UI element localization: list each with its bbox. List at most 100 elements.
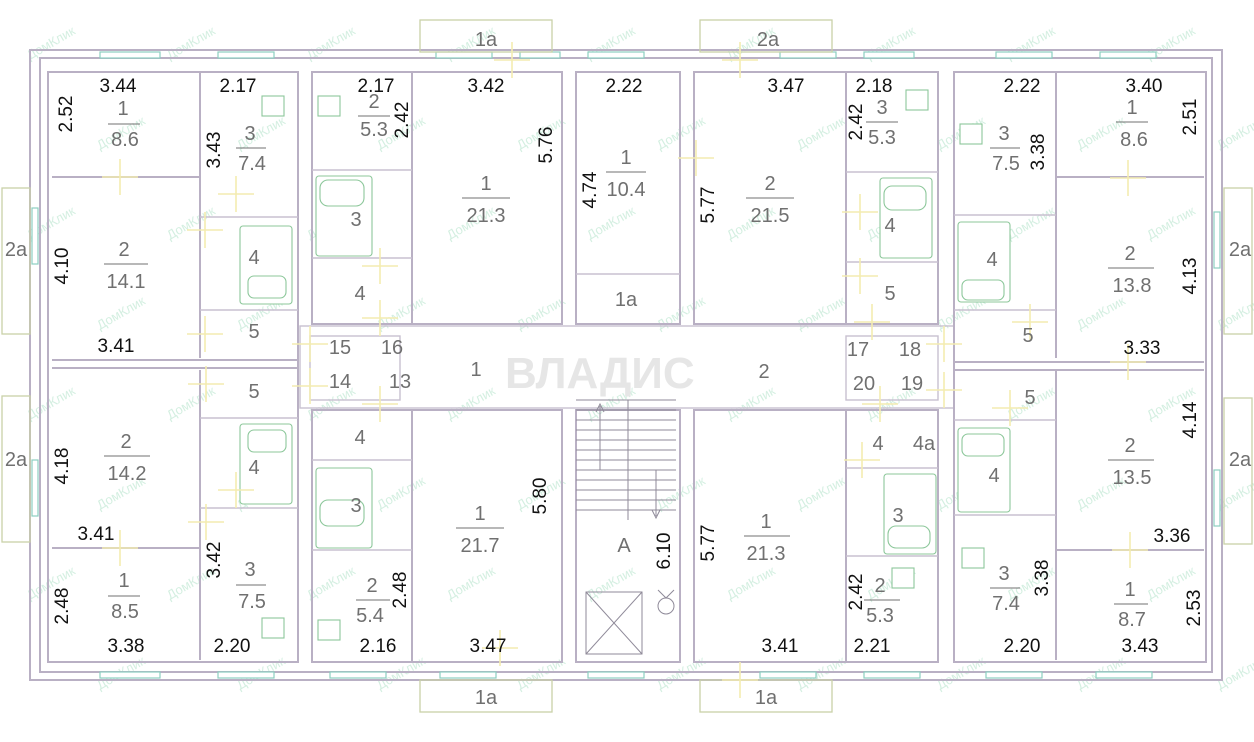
room-label: 214.2 — [104, 431, 150, 485]
room-label: 1a — [615, 289, 638, 311]
dimension-label: 5.76 — [536, 127, 557, 164]
horizontal-dimensions: 3.44 2.17 2.17 3.42 2.22 3.47 2.18 2.22 … — [78, 76, 1191, 657]
dimension-label: 2.48 — [390, 572, 411, 609]
svg-text:3: 3 — [244, 559, 255, 581]
room-label: 25.3 — [358, 91, 390, 141]
svg-text:7.5: 7.5 — [238, 591, 266, 613]
dimension-label: 3.33 — [1124, 338, 1161, 359]
balcony-label: 1a — [755, 687, 778, 709]
dimension-label: 2.20 — [214, 636, 251, 657]
staircase — [576, 399, 676, 655]
dimension-label: 2.42 — [392, 102, 413, 139]
watermark-text: ДомКлик — [794, 473, 848, 513]
svg-text:8.5: 8.5 — [111, 601, 139, 623]
dimension-label: 3.42 — [204, 542, 225, 579]
room-label: 37.4 — [990, 563, 1020, 615]
room-label: 4 — [354, 427, 365, 449]
watermark-text: ДомКлик — [164, 383, 218, 423]
dimension-label: 2.21 — [854, 636, 891, 657]
dimension-label: 3.40 — [1126, 76, 1163, 97]
dimension-label: 3.43 — [204, 132, 225, 169]
dimension-label: 2.18 — [856, 76, 893, 97]
svg-text:8.6: 8.6 — [1120, 129, 1148, 151]
svg-text:14.1: 14.1 — [107, 271, 146, 293]
watermark-text: ДомКлик — [444, 563, 498, 603]
balcony-label: 2a — [5, 239, 28, 261]
room-label: 4 — [872, 433, 883, 455]
room-label: 37.5 — [990, 123, 1020, 175]
room-label: 4 — [986, 249, 997, 271]
dimension-label: 4.13 — [1180, 258, 1201, 295]
watermark-text: ДомКлик — [164, 203, 218, 243]
center-watermark: ВЛАДИС — [505, 349, 695, 398]
corridor-label: 18 — [899, 339, 921, 361]
svg-text:1: 1 — [117, 98, 128, 120]
watermark-text: ДомКлик — [304, 23, 358, 63]
svg-text:5.4: 5.4 — [356, 605, 384, 627]
svg-text:21.3: 21.3 — [747, 543, 786, 565]
svg-text:3: 3 — [998, 123, 1009, 145]
dimension-label: 3.47 — [470, 636, 507, 657]
dimension-label: 4.74 — [580, 171, 601, 208]
dimension-label: 2.51 — [1180, 99, 1201, 136]
svg-text:7.4: 7.4 — [992, 593, 1020, 615]
watermark-text: ДомКлик — [164, 23, 218, 63]
room-label: 5 — [1024, 387, 1035, 409]
watermark-text: ДомКлик — [1074, 293, 1128, 333]
room-label: 3 — [892, 505, 903, 527]
watermark-text: ДомКлик — [1004, 203, 1058, 243]
dimension-label: 4.10 — [52, 248, 73, 285]
svg-text:2: 2 — [1124, 435, 1135, 457]
room-label: 4 — [248, 247, 259, 269]
room-label: 4a — [913, 433, 936, 455]
dimension-label: 2.22 — [1004, 76, 1041, 97]
balcony-label: 2a — [1229, 449, 1252, 471]
svg-text:21.5: 21.5 — [751, 205, 790, 227]
svg-text:1: 1 — [1124, 579, 1135, 601]
vertical-dimensions: 2.52 3.43 2.42 5.76 4.74 5.77 2.42 3.38 … — [52, 96, 1205, 627]
svg-text:13.8: 13.8 — [1113, 275, 1152, 297]
room-label: 18.5 — [108, 570, 140, 623]
svg-text:13.5: 13.5 — [1113, 467, 1152, 489]
dimension-label: 2.52 — [56, 96, 77, 133]
dimension-label: 3.47 — [768, 76, 805, 97]
dimension-label: 2.17 — [358, 76, 395, 97]
dimension-label: 3.36 — [1154, 526, 1191, 547]
balcony-label: 2a — [1229, 239, 1252, 261]
room-label: 213.8 — [1108, 243, 1154, 297]
dimension-label: 3.42 — [468, 76, 505, 97]
corridor-label: 15 — [329, 337, 351, 359]
corridor-label: 19 — [901, 373, 923, 395]
watermark-text: ДомКлик — [1144, 203, 1198, 243]
watermark-text: ДомКлик — [374, 473, 428, 513]
svg-text:2: 2 — [764, 173, 775, 195]
dimension-label: 4.14 — [1180, 401, 1201, 438]
room-label: 18.6 — [1116, 97, 1148, 151]
dimension-label: 2.42 — [846, 574, 867, 611]
room-label: 18.7 — [1114, 579, 1148, 631]
corridor-label: 17 — [847, 339, 869, 361]
svg-text:2: 2 — [120, 431, 131, 453]
dimension-label: 3.41 — [98, 336, 135, 357]
dimension-label: 2.17 — [220, 76, 257, 97]
room-label: 3 — [350, 495, 361, 517]
watermark-text: ДомКлик — [1214, 653, 1254, 693]
room-label: 37.4 — [236, 123, 266, 175]
corridor-label: 2 — [758, 361, 769, 383]
windows — [31, 51, 1221, 679]
watermark-text: ДомКлик — [1214, 113, 1254, 153]
svg-text:1: 1 — [1126, 97, 1137, 119]
dimension-label: 5.80 — [530, 478, 551, 515]
room-label: 213.5 — [1108, 435, 1154, 489]
svg-text:2: 2 — [118, 239, 129, 261]
room-label: 121.7 — [456, 503, 504, 557]
balconies — [1, 19, 1253, 713]
corridor-label: 13 — [389, 371, 411, 393]
room-label: 221.5 — [746, 173, 794, 227]
dimension-label: 2.42 — [846, 104, 867, 141]
plumbing-fixtures — [239, 89, 1011, 641]
stair-label: A — [617, 535, 631, 557]
watermark-text: ДомКлик — [444, 383, 498, 423]
svg-text:2: 2 — [874, 575, 885, 597]
svg-text:5.3: 5.3 — [868, 127, 896, 149]
